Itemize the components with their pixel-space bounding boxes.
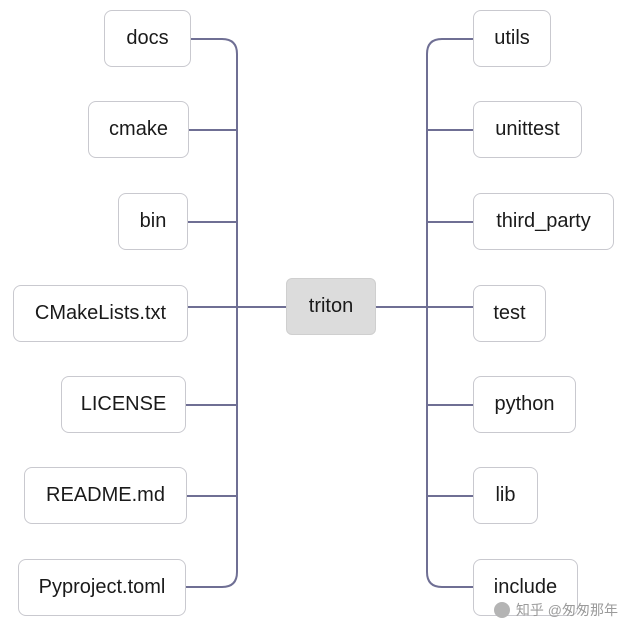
node-docs-label: docs (126, 27, 169, 49)
node-root[interactable]: triton (286, 278, 376, 335)
node-test[interactable]: test (473, 285, 546, 342)
node-readme-md[interactable]: README.md (24, 467, 187, 524)
node-root-label: triton (308, 295, 354, 317)
node-third-party-label: third_party (496, 210, 591, 232)
edge-right-spine-upper (426, 38, 473, 307)
node-include-label: include (493, 576, 558, 598)
node-bin-label: bin (139, 210, 167, 232)
node-cmake[interactable]: cmake (88, 101, 189, 158)
node-pyproject-toml[interactable]: Pyproject.toml (18, 559, 186, 616)
node-readme-md-label: README.md (46, 484, 165, 506)
watermark-text: 知乎 @匆匆那年 (515, 602, 618, 618)
node-python[interactable]: python (473, 376, 576, 433)
node-lib[interactable]: lib (473, 467, 538, 524)
edge-left-spine-upper (191, 38, 238, 307)
edge-left-spine-lower (186, 307, 238, 588)
node-cmakelists-txt-label: CMakeLists.txt (34, 302, 167, 324)
node-license[interactable]: LICENSE (61, 376, 186, 433)
node-cmakelists-txt[interactable]: CMakeLists.txt (13, 285, 188, 342)
node-lib-label: lib (495, 484, 516, 506)
node-include[interactable]: include (473, 559, 578, 616)
node-docs[interactable]: docs (104, 10, 191, 67)
node-unittest-label: unittest (495, 118, 560, 140)
node-python-label: python (494, 393, 555, 415)
watermark: 知乎 @匆匆那年 (493, 600, 618, 620)
node-pyproject-toml-label: Pyproject.toml (38, 576, 166, 598)
zhihu-logo-icon (493, 602, 510, 618)
node-cmake-label: cmake (109, 118, 168, 140)
node-utils-label: utils (494, 27, 530, 49)
node-bin[interactable]: bin (118, 193, 188, 250)
node-unittest[interactable]: unittest (473, 101, 582, 158)
node-license-label: LICENSE (80, 393, 167, 415)
edge-right-spine-lower (426, 307, 473, 588)
node-test-label: test (493, 302, 526, 324)
node-third-party[interactable]: third_party (473, 193, 614, 250)
node-utils[interactable]: utils (473, 10, 551, 67)
